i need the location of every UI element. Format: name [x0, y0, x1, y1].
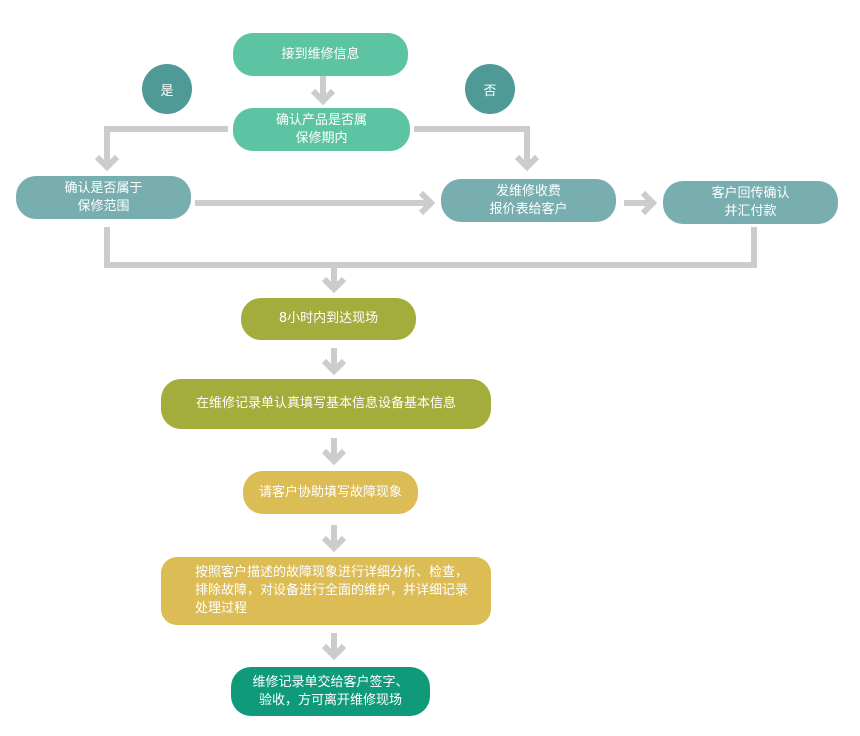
node-arrive-onsite: 8小时内到达现场 [241, 298, 416, 340]
node-confirm-scope: 确认是否属于 保修范围 [16, 176, 191, 219]
node-fill-record: 在维修记录单认真填写基本信息设备基本信息 [161, 379, 491, 429]
node-send-quote: 发维修收费 报价表给客户 [441, 179, 616, 222]
node-receive-repair-info: 接到维修信息 [233, 33, 408, 76]
badge-yes: 是 [142, 64, 192, 114]
node-sign-off: 维修记录单交给客户签字、 验收，方可离开维修现场 [231, 667, 430, 716]
node-customer-pay: 客户回传确认 并汇付款 [663, 181, 838, 224]
badge-no: 否 [465, 64, 515, 114]
node-confirm-warranty: 确认产品是否属 保修期内 [233, 108, 410, 151]
node-repair-process: 按照客户描述的故障现象进行详细分析、检查， 排除故障，对设备进行全面的维护，并详… [161, 557, 491, 625]
node-customer-help: 请客户协助填写故障现象 [243, 471, 418, 514]
